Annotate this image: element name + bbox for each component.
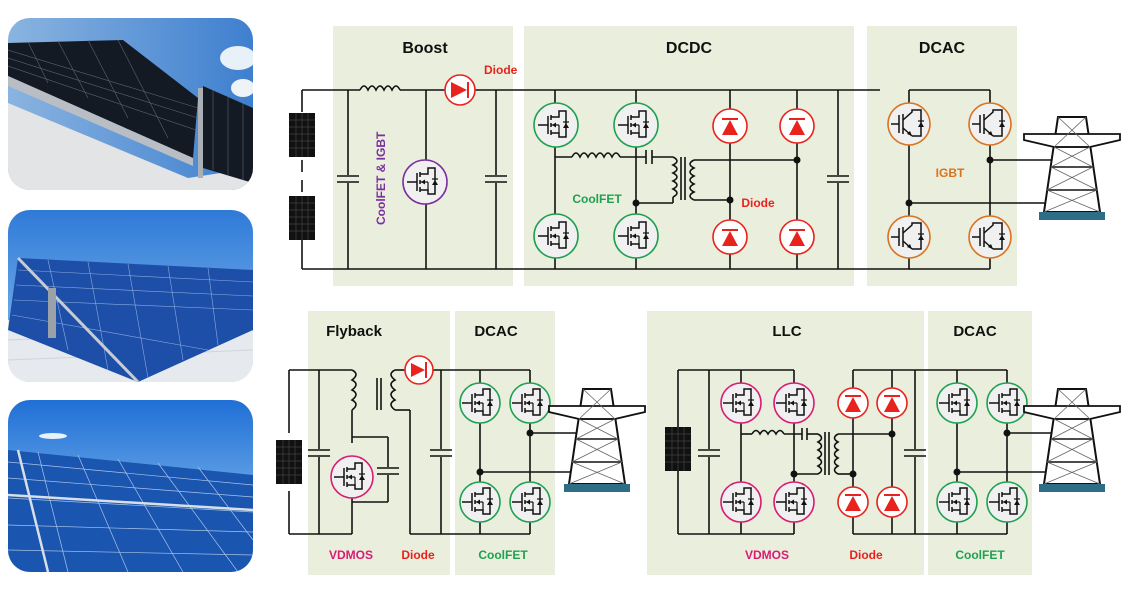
label-flyback-diode: Diode: [401, 548, 435, 562]
flyback-dcac-coolfets: [459, 382, 551, 523]
photo-tilted-panels: [8, 210, 253, 382]
label-flyback-switch: VDMOS: [329, 548, 373, 562]
label-dcdc-switch: CoolFET: [572, 192, 622, 206]
label-dcac-switch-top: IGBT: [936, 166, 965, 180]
label-boost-diode: Diode: [484, 63, 518, 77]
title-dcac-bl: DCAC: [474, 323, 517, 340]
photo-rooftop-panels: [8, 18, 253, 190]
title-boost: Boost: [402, 40, 448, 57]
label-dcdc-diode: Diode: [741, 196, 775, 210]
section-dcac-br-bg: [928, 311, 1032, 575]
dcdc-coolfet-switches: [533, 102, 659, 259]
solar-panel-icon: [288, 195, 316, 241]
title-llc: LLC: [772, 323, 801, 340]
dcac-igbt-switches: [887, 102, 1012, 259]
flyback-diode: [404, 355, 434, 385]
title-dcdc: DCDC: [666, 40, 713, 57]
solar-panel-icon: [275, 439, 303, 485]
label-boost-switch: CoolFET & IGBT: [374, 131, 388, 225]
flyback-junctions: [476, 429, 534, 476]
boost-diode: [444, 74, 476, 106]
title-flyback: Flyback: [326, 323, 383, 340]
solar-panel-icon: [288, 112, 316, 158]
label-llc-diode: Diode: [849, 548, 883, 562]
photo-panel-field: [8, 400, 253, 572]
label-llc-switch: VDMOS: [745, 548, 789, 562]
flyback-vdmos-switch: [330, 455, 374, 499]
llc-rectifier-diodes: [837, 387, 908, 518]
dcdc-rectifier-diodes: [712, 108, 815, 255]
solar-panel-icon: [664, 426, 692, 472]
top-row-junctions: [632, 156, 994, 207]
title-dcac-top: DCAC: [919, 40, 966, 57]
power-grid-tower-icon: [548, 388, 646, 493]
section-boost-bg: [333, 26, 513, 286]
power-grid-tower-icon: [1023, 116, 1121, 221]
llc-dcac-coolfets: [936, 382, 1028, 523]
llc-vdmos-switches: [720, 382, 815, 523]
power-grid-tower-icon: [1023, 388, 1121, 493]
bottom-left-sections: [308, 311, 555, 575]
llc-junctions: [790, 429, 1011, 478]
section-dcac-bl-bg: [455, 311, 555, 575]
title-dcac-br: DCAC: [953, 323, 996, 340]
section-llc-bg: [647, 311, 924, 575]
section-flyback-bg: [308, 311, 450, 575]
boost-switch: [402, 159, 448, 205]
label-flyback-dcac-switch: CoolFET: [478, 548, 528, 562]
label-llc-dcac-switch: CoolFET: [955, 548, 1005, 562]
bottom-right-sections: [647, 311, 1032, 575]
